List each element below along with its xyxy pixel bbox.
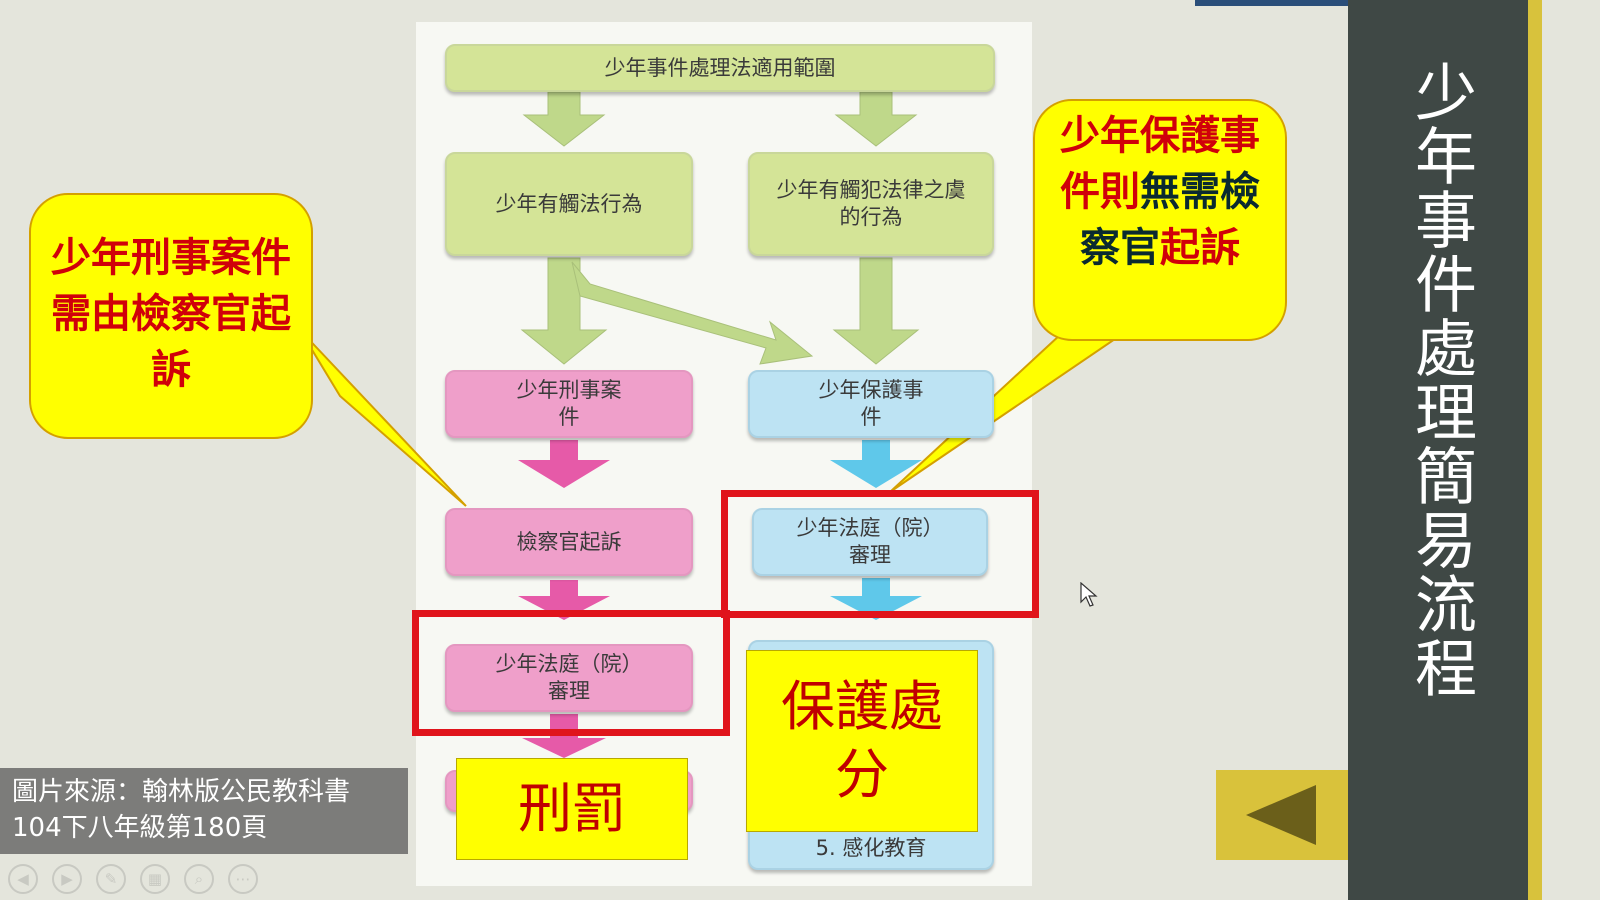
callout-right-black-2: 需檢察官 — [1080, 169, 1260, 271]
title-panel-stripe — [1528, 0, 1542, 900]
arrow-right-down — [832, 257, 920, 365]
arrow-pink-3 — [522, 714, 606, 758]
arrow-diagonal — [571, 261, 814, 365]
callout-right-text: 少年保護事件則無需檢察官起訴 — [1052, 108, 1268, 276]
left-arrow-icon — [1246, 785, 1316, 845]
slide-title: 少年事件處理簡易流程 — [1404, 60, 1477, 700]
callout-left-text: 少年刑事案件需由檢察官起訴 — [51, 235, 291, 393]
callout-right-red-2: 起訴 — [1160, 225, 1240, 271]
label-penalty: 刑罰 — [456, 758, 688, 860]
box-prosecutor: 檢察官起訴 — [445, 508, 693, 576]
top-accent-bar — [1195, 0, 1415, 6]
mouse-cursor-icon — [1080, 582, 1098, 607]
zoom-icon[interactable]: ⌕ — [184, 864, 214, 894]
arrow-blue-2 — [830, 578, 922, 620]
arrow-pink-1 — [518, 440, 610, 488]
callout-right-black-1: 無 — [1140, 169, 1180, 215]
highlight-left-court — [412, 610, 730, 736]
arrow-top-left — [522, 91, 606, 147]
box-risk-act: 少年有觸犯法律之虞的行為 — [748, 152, 994, 256]
box-protection-case: 少年保護事件 — [748, 370, 994, 438]
slides-icon[interactable]: ▦ — [140, 864, 170, 894]
title-panel — [1348, 0, 1528, 900]
box-left-court: 少年法庭（院）審理 — [445, 644, 693, 712]
arrow-blue-1 — [830, 440, 922, 488]
previous-slide-button[interactable] — [1216, 770, 1348, 860]
box-scope: 少年事件處理法適用範圍 — [445, 44, 995, 92]
pen-icon[interactable]: ✎ — [96, 864, 126, 894]
callout-left-tail — [299, 329, 467, 507]
arrow-left-down — [520, 257, 608, 365]
more-icon[interactable]: ⋯ — [228, 864, 258, 894]
box-right-court: 少年法庭（院）審理 — [752, 508, 988, 576]
callout-right-red: 少年保護事件則 — [1060, 113, 1260, 215]
arrow-top-right — [834, 91, 918, 147]
box-criminal-case: 少年刑事案件 — [445, 370, 693, 438]
source-caption: 圖片來源：翰林版公民教科書104下八年級第180頁 — [0, 768, 408, 854]
label-protective-disposition: 保護處分 — [746, 650, 978, 832]
play-icon[interactable]: ▶ — [52, 864, 82, 894]
highlight-right-court — [721, 490, 1039, 618]
box-illegal-act: 少年有觸法行為 — [445, 152, 693, 256]
prev-icon[interactable]: ◀ — [8, 864, 38, 894]
arrow-pink-2 — [518, 580, 610, 620]
